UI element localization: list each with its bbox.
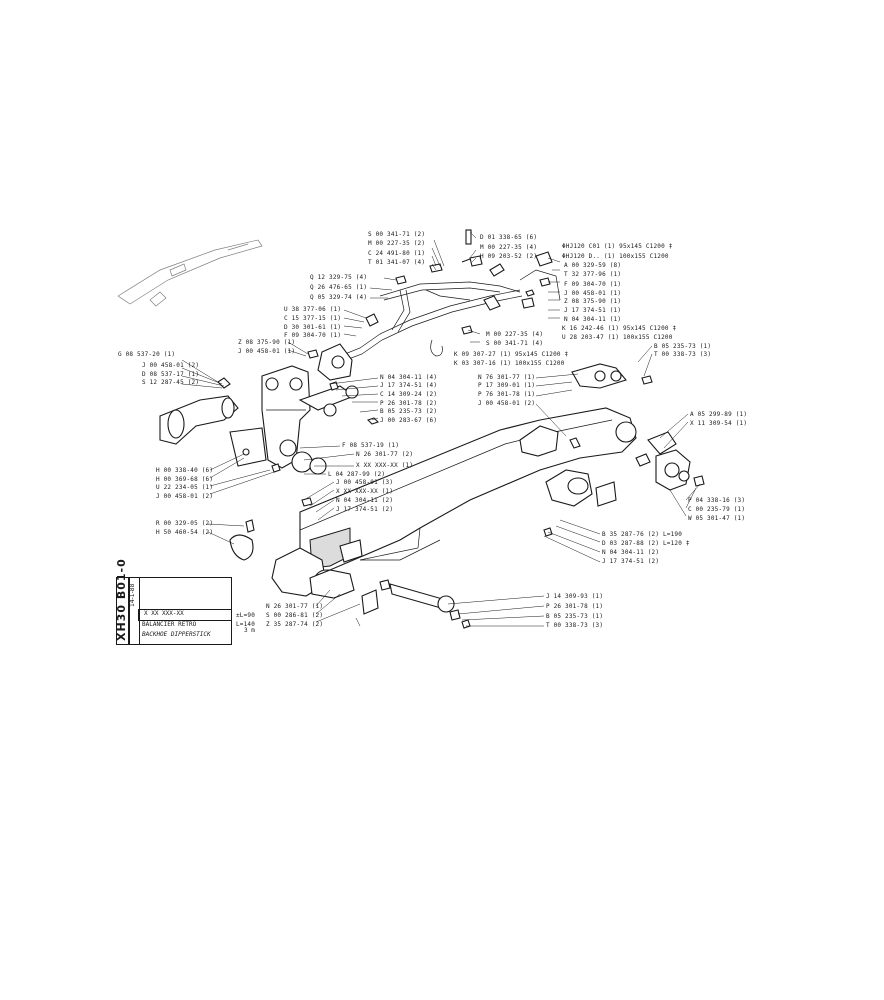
inset-arm-sketch (117, 239, 263, 307)
part-callout: F 08 537-19 (1) (342, 442, 400, 449)
part-callout: B 05 235-73 (2) (380, 408, 438, 415)
part-callout: J 00 458-01 (1) (564, 290, 622, 297)
part-callout: H 50 460-54 (2) (156, 529, 214, 536)
title-french: BALANCIER RETRO (142, 621, 197, 628)
part-callout: T 32 377-96 (1) (564, 271, 622, 278)
part-callout: C 15 377-15 (1) (284, 315, 342, 322)
part-callout: T 00 338-73 (3) (654, 351, 712, 358)
part-callout: B 05 235-73 (1) (546, 613, 604, 620)
part-callout: Z 08 375-90 (1) (238, 339, 296, 346)
dipperstick-body (271, 407, 637, 597)
part-callout: J 00 458-01 (2) (478, 400, 536, 407)
part-callout: F 09 304-70 (1) (564, 281, 622, 288)
part-callout: H 00 338-40 (6) (156, 467, 214, 474)
part-callout: J 00 458-01 (3) (336, 479, 394, 486)
arm-length: 3 m (244, 627, 255, 634)
part-callout: N 04 304-11 (4) (380, 374, 438, 381)
reference-mask: X XX XXX-XX (144, 610, 184, 617)
part-callout: C 14 309-24 (2) (380, 391, 438, 398)
part-callout: J 00 283-67 (6) (380, 417, 438, 424)
part-callout: J 00 458-01 (2) (156, 493, 214, 500)
part-callout: J 17 374-51 (2) (602, 558, 660, 565)
part-callout: Q 12 329-75 (4) (310, 274, 368, 281)
date-code: 14-1-88 (129, 583, 136, 607)
part-callout: S 00 341-71 (4) (486, 340, 544, 347)
part-callout: A 05 299-89 (1) (690, 411, 748, 418)
part-callout: J 17 374-51 (4) (380, 382, 438, 389)
part-callout: N 04 304-11 (2) (602, 549, 660, 556)
part-callout: U 28 203-47 (1) 100x155 C1200 (562, 334, 673, 341)
variant-label-140: L=140 (236, 621, 256, 628)
part-callout: Z 08 375-90 (1) (564, 298, 622, 305)
part-callout: B 35 287-76 (2) L=190 (602, 531, 683, 538)
part-callout: X XX XXX-XX (1) (336, 488, 394, 495)
variant-ref-140: Z 35 287-74 (2) (266, 621, 324, 628)
part-callout: B 05 235-73 (1) (654, 343, 712, 350)
part-callout: N 76 301-77 (1) (478, 374, 536, 381)
variant-ref-90: S 00 286-81 (2) (266, 612, 324, 619)
part-callout: M 00 227-35 (4) (486, 331, 544, 338)
part-callout: P 17 309-01 (1) (478, 382, 536, 389)
part-callout: D 01 338-65 (6) (480, 234, 538, 241)
part-callout: P 26 301-78 (2) (380, 400, 438, 407)
part-callout: M 00 227-35 (2) (368, 240, 426, 247)
part-callout: F 09 304-70 (1) (284, 332, 342, 339)
title-block: XH30 B01-0 14-1-88 X XX XXX-XX BALANCIER… (115, 558, 255, 645)
variant-row-ref: N 26 301-77 (1) (266, 603, 324, 610)
part-callout: J 00 458-01 (2) (142, 362, 200, 369)
part-callout: G 08 537-20 (1) (118, 351, 176, 358)
right-side-parts (543, 363, 705, 537)
part-callout: N 04 304-11 (1) (564, 316, 622, 323)
part-callout: D 30 301-61 (1) (284, 324, 342, 331)
part-callout: U 22 234-05 (1) (156, 484, 214, 491)
part-callout: U 38 377-06 (1) (284, 306, 342, 313)
part-callout: P 04 338-16 (3) (688, 497, 746, 504)
part-callout: S 12 287-45 (2) (142, 379, 200, 386)
lower-pin-assembly (229, 519, 471, 629)
drawing-code: XH30 B01-0 (115, 558, 128, 641)
variant-label-90: ±L=90 (236, 612, 256, 619)
part-callout: H 09 203-52 (2) (480, 253, 538, 260)
part-callout: X 11 309-54 (1) (690, 420, 748, 427)
part-callout: X XX XXX-XX (1) (356, 462, 414, 469)
part-callout: M 00 227-35 (4) (480, 244, 538, 251)
part-callout: R 00 329-05 (2) (156, 520, 214, 527)
part-callout: J 17 374-51 (1) (564, 307, 622, 314)
part-callout: C 24 491-80 (1) (368, 250, 426, 257)
part-callout: P 26 301-78 (1) (546, 603, 604, 610)
title-english: BACKHOE DIPPERSTICK (142, 631, 211, 638)
leader-lines (181, 231, 701, 627)
hydraulic-pipes (307, 229, 561, 381)
part-callout: P 76 301-78 (1) (478, 391, 536, 398)
part-callout: A 00 329-59 (8) (564, 262, 622, 269)
part-callout: ΦHJ120 D.. (1) 100x155 C1200 (562, 253, 669, 260)
part-callout: D 08 537-17 (1) (142, 371, 200, 378)
part-callout: K 09 307-27 (1) 95x145 C1200 ‡ (454, 351, 569, 358)
part-callout: T 01 341-07 (4) (368, 259, 426, 266)
part-callout: N 04 304-11 (2) (336, 497, 394, 504)
part-callout: J 00 458-01 (1) (238, 348, 296, 355)
part-callout: K 03 307-16 (1) 100x155 C1200 (454, 360, 565, 367)
part-callout: J 14 309-93 (1) (546, 593, 604, 600)
part-callout: L 04 287-99 (2) (328, 471, 386, 478)
part-callout: C 00 235-79 (1) (688, 506, 746, 513)
part-callout: Q 05 329-74 (4) (310, 294, 368, 301)
part-callout: W 05 301-47 (1) (688, 515, 746, 522)
part-callout: S 00 341-71 (2) (368, 231, 426, 238)
part-callout: N 26 301-77 (2) (356, 451, 414, 458)
part-callout: H 00 369-68 (6) (156, 476, 214, 483)
part-callout: K 16 242-46 (1) 95x145 C1200 ‡ (562, 325, 677, 332)
link-arm-left (159, 377, 239, 445)
part-callout: T 00 338-73 (3) (546, 622, 604, 629)
part-callout: D 03 287-88 (2) L=120 ‡ (602, 540, 690, 547)
part-callout: Q 26 476-65 (1) (310, 284, 368, 291)
part-callout: ΦHJ120 C01 (1) 95x145 C1200 ‡ (562, 243, 673, 250)
part-callout: J 17 374-51 (2) (336, 506, 394, 513)
